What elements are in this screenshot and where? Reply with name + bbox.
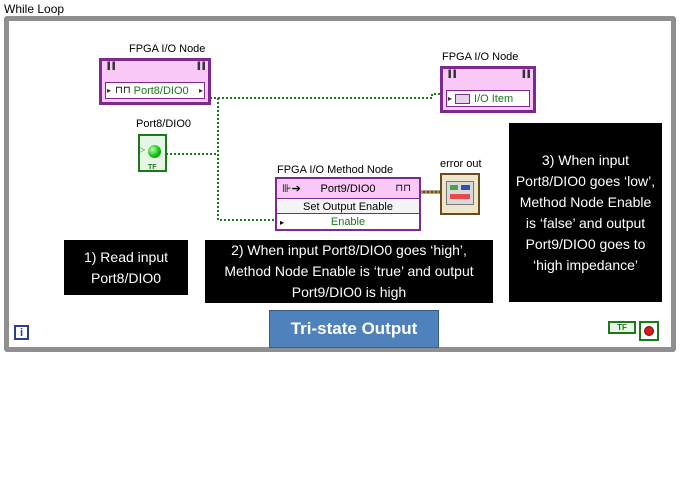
tri-state-output-banner: Tri-state Output: [269, 310, 439, 348]
wire-to-enable: [217, 98, 278, 221]
note-step-2: 2) When input Port8/DIO0 goes ‘high’, Me…: [205, 240, 493, 303]
method-node-label: FPGA I/O Method Node: [277, 164, 394, 176]
fpga-io-read-label: FPGA I/O Node: [129, 43, 206, 55]
iteration-terminal[interactable]: i: [14, 325, 29, 340]
io-item-icon: [455, 93, 471, 104]
reference-arrow-icon: ⊪➔: [282, 183, 301, 195]
loop-condition-terminal[interactable]: [639, 321, 659, 341]
fpga-io-write-label: FPGA I/O Node: [442, 51, 519, 63]
boolean-indicator[interactable]: ▷ TF: [138, 134, 167, 172]
method-name-row[interactable]: Set Output Enable: [277, 200, 419, 214]
fpga-io-write-item[interactable]: ▸ I/O Item: [446, 90, 530, 107]
fpga-io-read-node[interactable]: ▐▐ ▐▐ ▸ ⊓⊓ Port8/DIO0 ▸: [99, 58, 211, 105]
wire-to-write-node: [210, 93, 446, 99]
waveform-icon: ⊓⊓: [395, 183, 411, 194]
fpga-io-method-node[interactable]: ⊪➔ Port9/DIO0 ⊓⊓ Set Output Enable ▸ Ena…: [275, 177, 421, 231]
waveform-icon: ⊓⊓: [115, 85, 131, 96]
indicator-label: Port8/DIO0: [136, 118, 192, 130]
error-out-label: error out: [440, 158, 482, 170]
error-cluster-icon: [446, 181, 474, 205]
method-channel-row[interactable]: ⊪➔ Port9/DIO0 ⊓⊓: [277, 179, 419, 199]
bundle-glyph-right: ▐▐: [195, 63, 205, 70]
fpga-io-read-channel[interactable]: ▸ ⊓⊓ Port8/DIO0 ▸: [105, 82, 205, 99]
boolean-badge: TF: [148, 164, 157, 171]
note-step-1: 1) Read input Port8/DIO0: [64, 240, 188, 295]
while-loop-label: While Loop: [4, 2, 65, 16]
bundle-glyph-left: ▐▐: [105, 63, 115, 70]
enable-input[interactable]: ▸ Enable: [280, 216, 366, 228]
true-false-constant[interactable]: TF: [608, 321, 636, 334]
stop-icon: [644, 326, 654, 336]
error-out-indicator[interactable]: [440, 173, 480, 215]
note-step-3: 3) When input Port8/DIO0 goes ‘low’, Met…: [509, 123, 662, 302]
fpga-io-write-node[interactable]: ▐▐ ▐▐ ▸ I/O Item: [440, 66, 536, 113]
led-icon: [148, 145, 161, 158]
